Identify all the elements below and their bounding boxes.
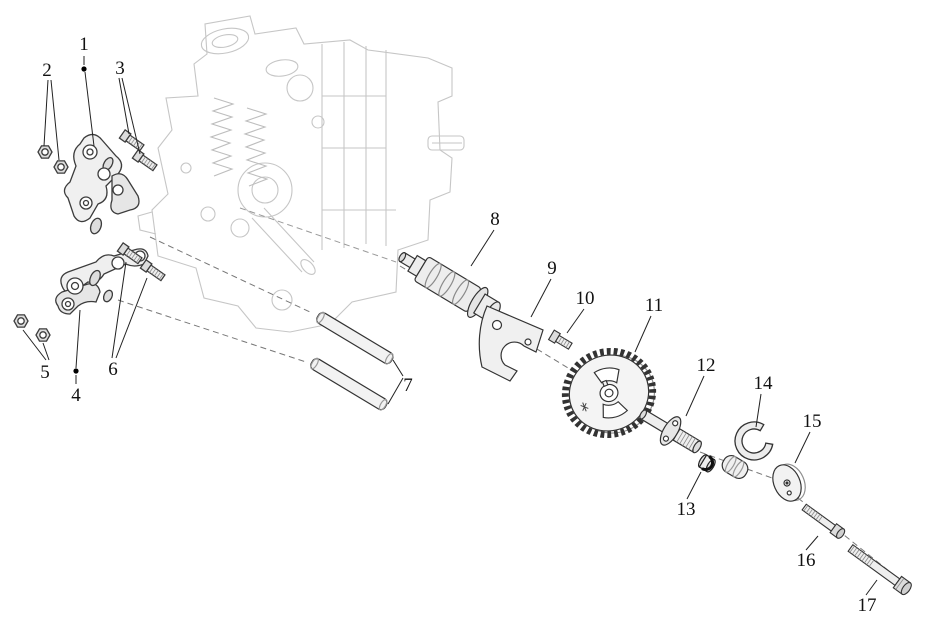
callout-17: 17 bbox=[858, 595, 877, 616]
drive-shaft bbox=[639, 409, 702, 454]
rocker-assembly-lower bbox=[13, 241, 166, 342]
flange-bolt bbox=[547, 329, 573, 350]
callout-14: 14 bbox=[754, 373, 774, 394]
callout-labels: 1 2 3 4 5 6 7 8 9 10 11 12 13 14 15 16 1… bbox=[40, 34, 876, 616]
callout-15: 15 bbox=[803, 411, 822, 432]
callout-10: 10 bbox=[576, 288, 595, 309]
bushing bbox=[697, 454, 716, 473]
bracket-plate bbox=[478, 305, 544, 382]
callout-11: 11 bbox=[645, 295, 663, 316]
callout-5: 5 bbox=[40, 362, 50, 383]
callout-3: 3 bbox=[115, 58, 125, 79]
dowel-pin bbox=[310, 357, 388, 411]
screw bbox=[116, 241, 143, 265]
rocker-assembly-upper bbox=[37, 128, 158, 235]
callout-16: 16 bbox=[797, 550, 816, 571]
callout-4: 4 bbox=[71, 385, 81, 406]
screw bbox=[131, 148, 158, 172]
end-disc bbox=[772, 463, 806, 502]
screw bbox=[139, 258, 166, 282]
callout-8: 8 bbox=[490, 209, 500, 230]
leader-lines bbox=[22, 56, 878, 596]
screw bbox=[118, 128, 145, 152]
callout-13: 13 bbox=[677, 499, 696, 520]
bolt-short bbox=[801, 503, 846, 539]
retainer-clip bbox=[734, 421, 774, 461]
dowel-pin bbox=[316, 311, 394, 365]
callout-1: 1 bbox=[79, 34, 89, 55]
callout-9: 9 bbox=[547, 258, 557, 279]
callout-2: 2 bbox=[42, 60, 52, 81]
assembly-axis-lines bbox=[117, 207, 911, 589]
sprocket-gear bbox=[561, 347, 657, 439]
callout-12: 12 bbox=[697, 355, 716, 376]
callout-7: 7 bbox=[403, 375, 413, 396]
roller-spacer bbox=[721, 454, 749, 480]
bolt-long bbox=[847, 544, 912, 596]
engine-head-sketch bbox=[137, 15, 465, 333]
callout-6: 6 bbox=[108, 359, 118, 380]
